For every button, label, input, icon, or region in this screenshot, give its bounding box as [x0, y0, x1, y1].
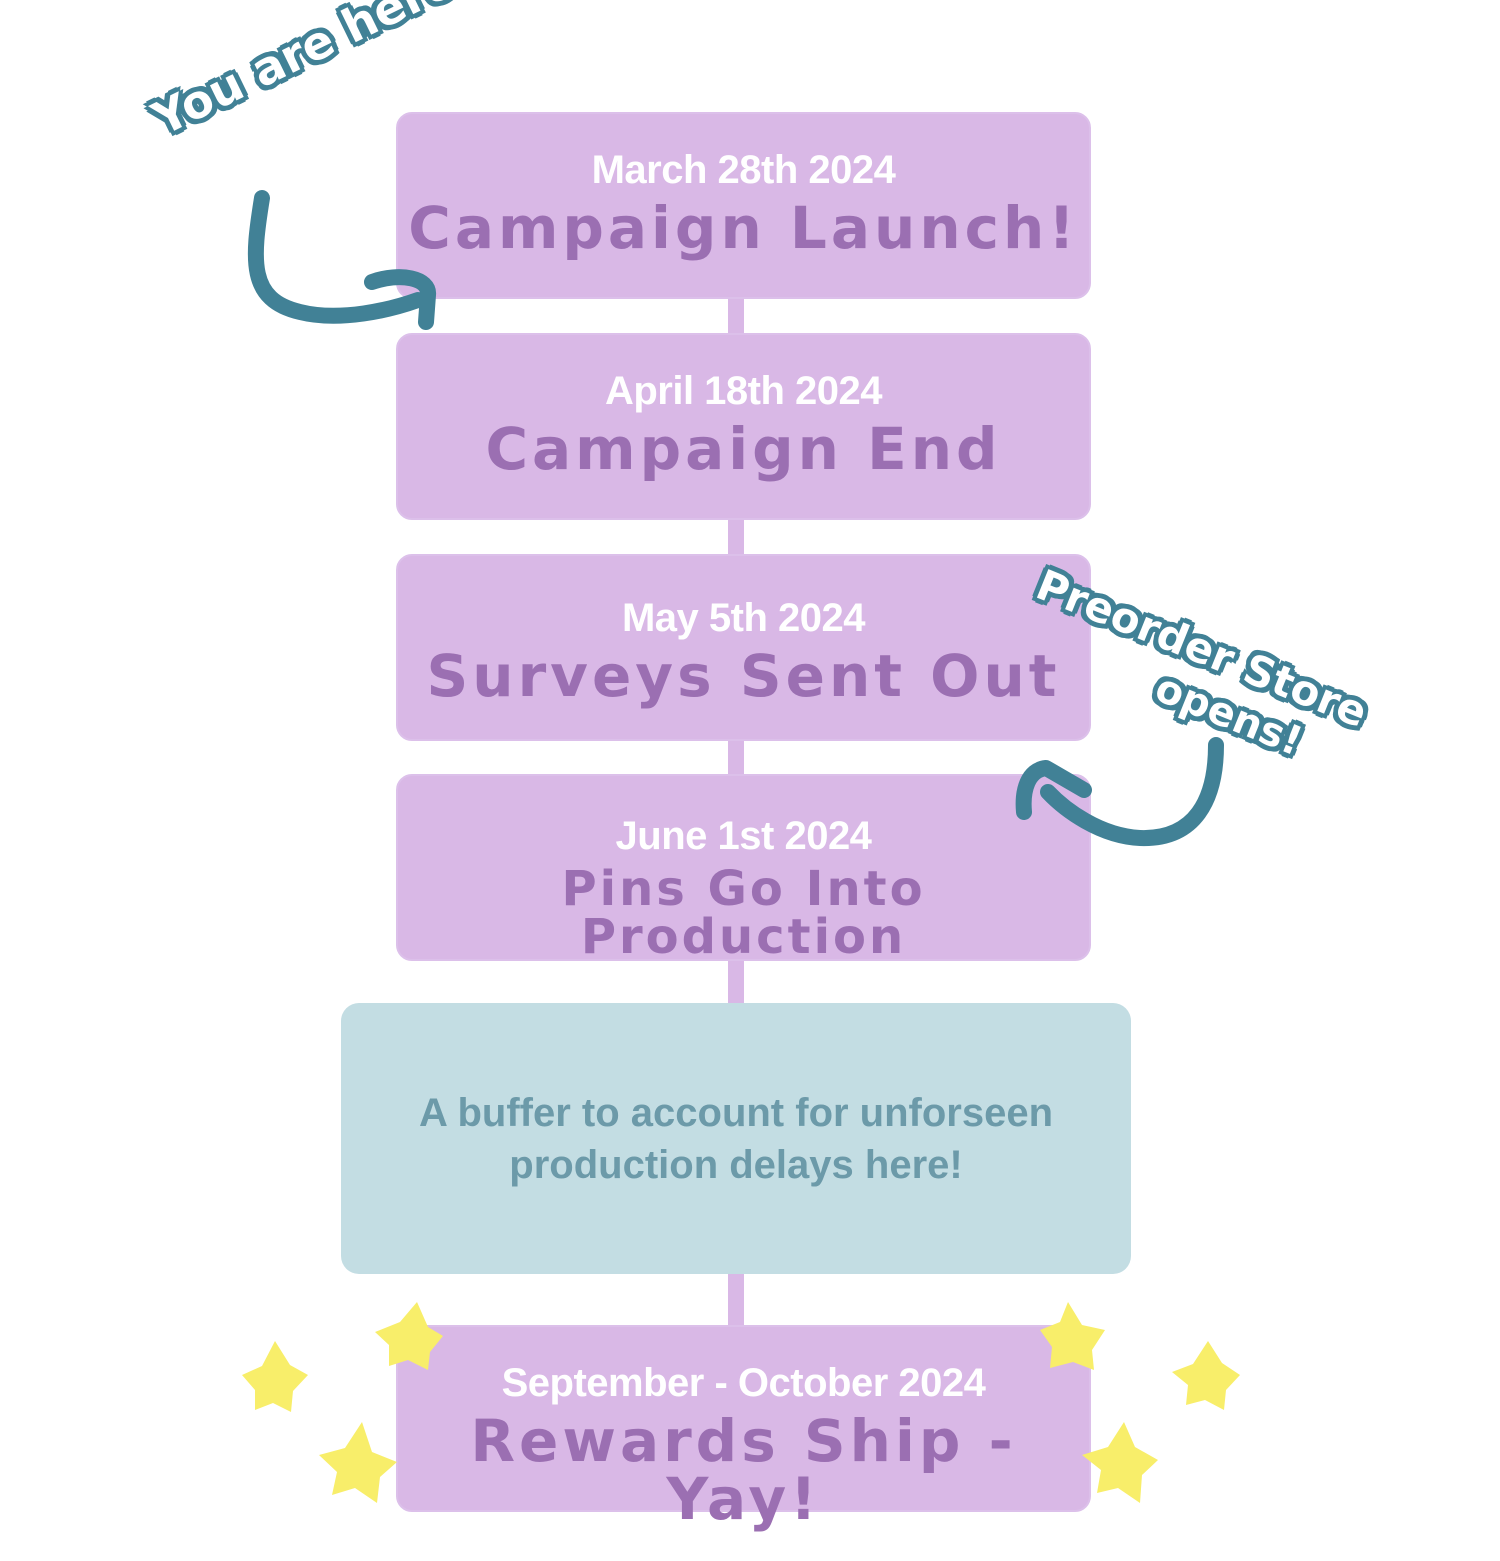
you-are-here-arrowhead-icon: [364, 269, 436, 330]
star-icon: [1082, 1422, 1158, 1503]
milestone-production: June 1st 2024 Pins Go Into Production: [396, 774, 1091, 961]
timeline-connector: [728, 296, 744, 336]
milestone-title: Rewards Ship - Yay!: [470, 1407, 1017, 1533]
timeline-connector: [728, 518, 744, 556]
milestone-date: May 5th 2024: [621, 596, 866, 640]
preorder-arrowhead-icon: [1015, 760, 1092, 820]
milestone-date: June 1st 2024: [615, 814, 872, 858]
milestone-campaign-launch: March 28th 2024 Campaign Launch!: [396, 112, 1091, 299]
milestone-title: Campaign End: [485, 415, 1002, 483]
buffer-text: A buffer to account for unforseen produc…: [418, 1090, 1054, 1187]
star-icon: [1040, 1302, 1105, 1370]
milestone-title: Surveys Sent Out: [426, 642, 1061, 710]
preorder-arrow-icon: [1040, 737, 1224, 847]
milestone-date: April 18th 2024: [604, 369, 883, 413]
stars: [242, 1302, 1240, 1503]
buffer-box: A buffer to account for unforseen produc…: [341, 1003, 1131, 1274]
milestone-rewards-ship: September - October 2024 Rewards Ship - …: [396, 1325, 1091, 1528]
star-icon: [1172, 1341, 1240, 1410]
timeline-connector: [728, 1272, 744, 1328]
timeline-connector: [728, 958, 744, 1005]
milestone-date: March 28th 2024: [591, 148, 896, 192]
star-icon: [242, 1341, 308, 1412]
milestone-title: Campaign Launch!: [408, 194, 1079, 262]
milestone-campaign-end: April 18th 2024 Campaign End: [396, 333, 1091, 520]
timeline-connector: [728, 739, 744, 776]
you-are-here-arrow-icon: [247, 190, 426, 324]
milestone-title: Pins Go Into Production: [561, 861, 926, 965]
milestone-surveys-sent: May 5th 2024 Surveys Sent Out: [396, 554, 1091, 741]
milestone-date: September - October 2024: [501, 1361, 986, 1405]
star-icon: [319, 1422, 397, 1503]
star-icon: [375, 1302, 443, 1370]
